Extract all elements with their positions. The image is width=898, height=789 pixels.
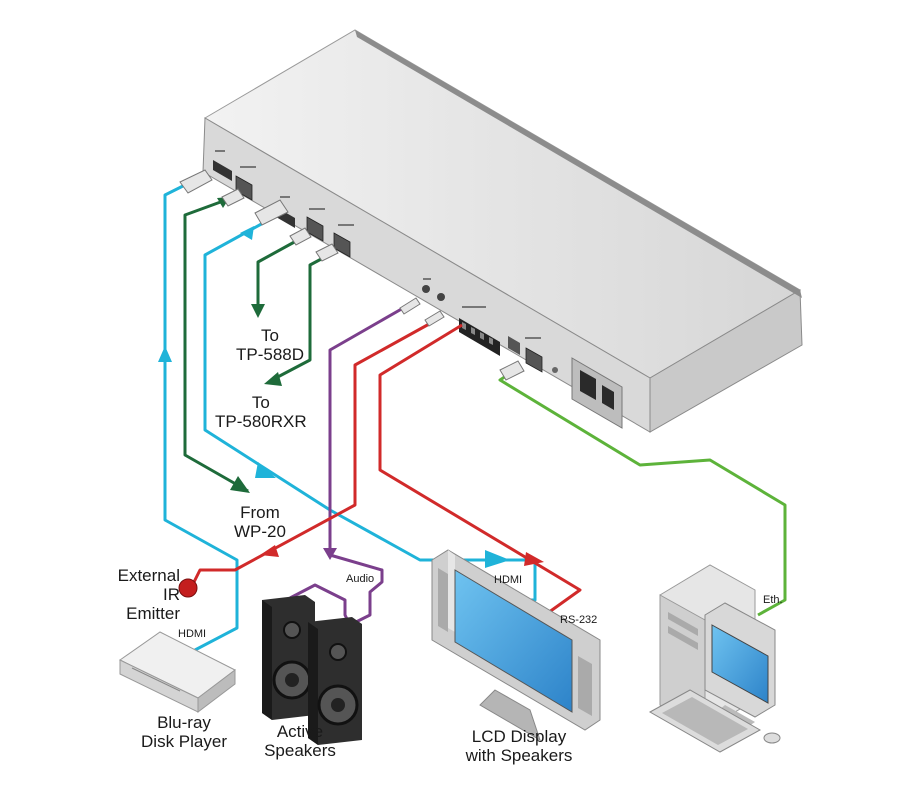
to-tp580rxr-line1: To [251,393,270,412]
reset-button [552,367,558,373]
rj45-port-1 [235,175,253,201]
hdmi-arrow-display [485,550,510,568]
rj45-port-2 [306,216,324,242]
from-wp20-line2: WP-20 [234,522,286,542]
label-eth: Eth. [763,594,783,606]
label-speakers: Active Speakers [245,722,355,760]
hdmi-arrow-player-up [158,346,172,362]
ethernet-port [525,347,543,373]
arrow-tp588d [251,304,265,318]
lcd-line2: with Speakers [465,746,573,766]
hdmi-cable-to-display [203,220,537,602]
rs232-arrow [524,552,544,566]
rs232-terminal-block [459,318,500,356]
hdbaset-cable-from-wp20 [183,198,249,493]
bluray-line1: Blu-ray [157,713,211,732]
to-tp588d-line1: To [261,326,279,345]
bluray-player [119,631,236,714]
lcd-line1: LCD Display [471,727,567,746]
ethernet-cable [498,370,787,617]
rj45-port-3 [333,232,351,258]
ir-emitter-line2: IR [163,585,180,605]
rs232-cable-to-display [378,323,582,617]
hdmi-arrow-up [240,226,254,240]
label-lcd: LCD Display with Speakers [444,727,594,765]
label-rs232: RS-232 [560,614,598,626]
lcd-display [431,549,601,742]
label-bluray: Blu-ray Disk Player [124,713,244,751]
from-wp20-line1: From [240,503,280,522]
switcher-unit [202,29,803,433]
audio-jack-2 [437,293,445,301]
hdmi-cable-from-player [163,183,239,652]
audio-jack [422,285,430,293]
ir-emitter-line3: Emitter [126,604,180,624]
label-ir-emitter: External IR Emitter [110,566,180,623]
dip-switch [508,336,520,355]
power-socket [571,357,623,429]
to-tp580rxr-line2: TP-580RXR [215,412,307,432]
hdbaset-cable-to-tp588d [256,238,299,310]
audio-arrow [323,548,337,560]
label-hdmi-player: HDMI [178,628,207,640]
bluray-line2: Disk Player [141,732,227,752]
ir-arrow [260,545,279,557]
label-to-tp580rxr: To TP-580RXR [215,393,307,431]
speaker-left [262,595,315,720]
arrow-tp580rxr [264,372,282,386]
ir-emitter [178,578,198,598]
to-tp588d-line2: TP-588D [236,345,305,365]
audio-cable [289,301,413,627]
speakers-line1: Active [276,722,324,741]
label-to-tp588d: To TP-588D [236,326,304,364]
speakers-line2: Speakers [264,741,336,761]
ir-emitter-line1: External [117,566,180,585]
cable-connectors [179,169,525,381]
hdbaset-cable-to-tp580rxr [271,255,326,382]
label-audio: Audio [346,573,375,585]
hdmi-arrow-mid [255,462,276,478]
speaker-right [308,617,362,745]
hdmi-port-1 [213,160,232,181]
computer [648,564,781,753]
label-from-wp20: From WP-20 [234,503,286,541]
ir-cable [188,316,441,591]
port-label-marks [215,150,541,339]
label-hdmi-display: HDMI [494,574,523,586]
arrow-wp20-in [230,476,250,493]
